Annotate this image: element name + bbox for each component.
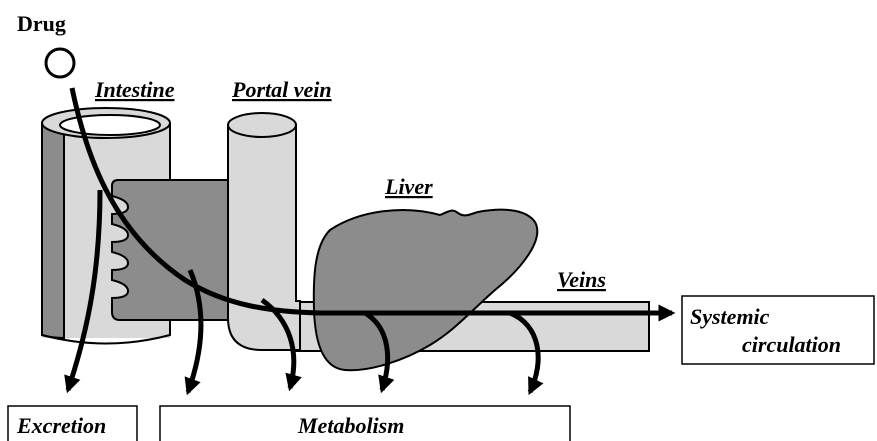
portal-vein-top [228, 113, 296, 137]
drug-label: Drug [17, 11, 66, 36]
systemic-label-line1: Systemic [690, 304, 770, 329]
metabolism-label: Metabolism [297, 413, 404, 438]
portal-vein-label: Portal vein [231, 77, 332, 102]
drug-circle [46, 49, 74, 77]
portal-vein [228, 125, 300, 350]
intestine-top-inner [60, 115, 160, 135]
villi-block [112, 180, 228, 320]
systemic-label-line2: circulation [742, 332, 841, 357]
veins-label: Veins [557, 267, 606, 292]
intestine-label: Intestine [94, 77, 175, 102]
intestine-dark-side [42, 123, 64, 338]
liver-label: Liver [384, 174, 433, 199]
excretion-label: Excretion [16, 413, 106, 438]
